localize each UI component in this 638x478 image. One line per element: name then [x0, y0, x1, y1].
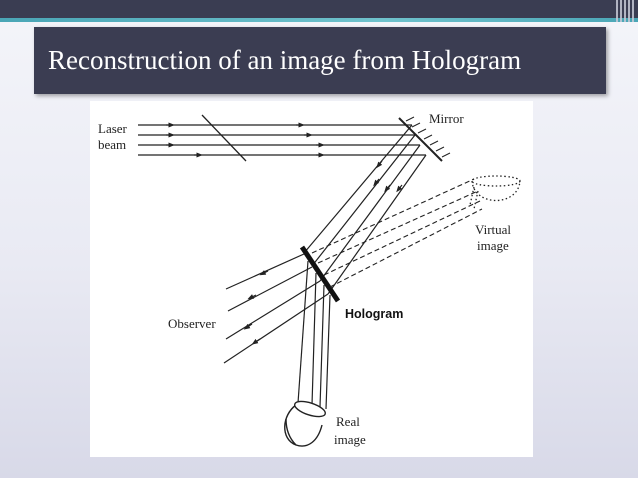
mirror	[398, 116, 451, 162]
label-mirror: Mirror	[429, 111, 464, 126]
hologram-diagram: Laser beam Mirror Virtual image Hologram…	[90, 101, 533, 457]
laser-beam	[138, 122, 426, 158]
hologram-plate	[299, 245, 341, 303]
slide-title: Reconstruction of an image from Hologram	[48, 45, 522, 75]
real-rays	[297, 260, 331, 410]
label-laser: Laser	[98, 121, 128, 136]
title-box: Reconstruction of an image from Hologram	[34, 27, 606, 94]
real-image	[284, 400, 327, 447]
label-observer: Observer	[168, 316, 216, 331]
reflected-beams	[303, 124, 427, 295]
accent-line	[0, 18, 638, 22]
virtual-rays	[311, 178, 483, 288]
label-virtual-image: image	[477, 238, 509, 253]
decorative-stripes	[606, 0, 634, 22]
observer-rays	[223, 253, 329, 364]
top-band	[0, 0, 638, 22]
virtual-image	[469, 175, 521, 210]
label-beam: beam	[98, 137, 126, 152]
label-virtual: Virtual	[475, 222, 511, 237]
label-real: Real	[336, 414, 360, 429]
label-real-image: image	[334, 432, 366, 447]
wavefront-tick	[201, 114, 247, 162]
label-hologram: Hologram	[345, 307, 403, 321]
